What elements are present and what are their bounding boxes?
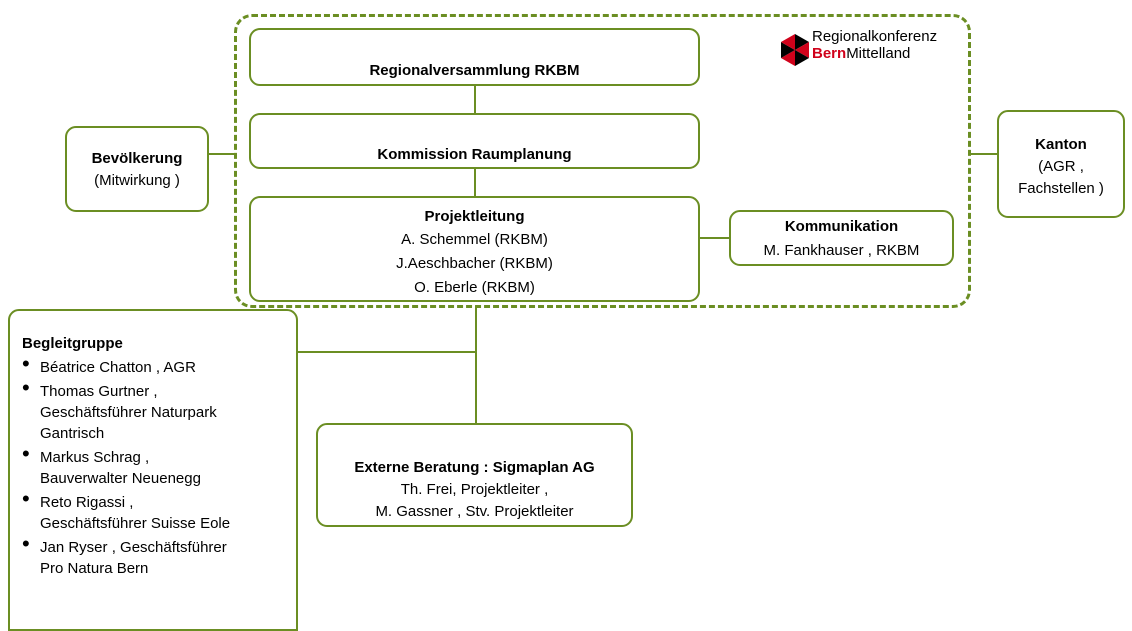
projektleitung-member: A. Schemmel (RKBM) bbox=[401, 231, 548, 248]
logo-mittelland: Mittelland bbox=[846, 45, 911, 62]
projektleitung-title: Projektleitung bbox=[424, 208, 525, 225]
externe-beratung-line-1: Th. Frei, Projektleiter , bbox=[400, 481, 549, 498]
bevoelkerung-box: Bevölkerung (Mitwirkung ) bbox=[65, 126, 209, 212]
bevoelkerung-title: Bevölkerung bbox=[91, 150, 183, 167]
regionalversammlung-title: Regionalversammlung RKBM bbox=[369, 62, 580, 79]
projektleitung-box: Projektleitung A. Schemmel (RKBM) J.Aesc… bbox=[249, 196, 700, 302]
logo-bern: Bern bbox=[812, 45, 847, 62]
connector-projektleitung-kommunikation bbox=[700, 237, 730, 239]
kommission-title: Kommission Raumplanung bbox=[377, 146, 572, 163]
rkbm-organisation-frame bbox=[234, 14, 971, 308]
logo-line-1: Regionalkonferenz bbox=[812, 28, 938, 45]
kommission-box: Kommission Raumplanung bbox=[249, 113, 700, 169]
list-item: Reto Rigassi ,Geschäftsführer Suisse Eol… bbox=[22, 488, 296, 534]
kanton-line-2: Fachstellen ) bbox=[1018, 180, 1104, 197]
begleitgruppe-list: Béatrice Chatton , AGR Thomas Gurtner ,G… bbox=[22, 353, 296, 579]
begleitgruppe-title: Begleitgruppe bbox=[22, 335, 123, 352]
logo-line-2: BernMittelland bbox=[812, 45, 937, 62]
connector-kommission-projektleitung bbox=[474, 168, 476, 198]
regionalversammlung-box: Regionalversammlung RKBM bbox=[249, 28, 700, 86]
kommunikation-title: Kommunikation bbox=[784, 218, 899, 235]
kommunikation-member: M. Fankhauser , RKBM bbox=[763, 242, 920, 259]
connector-bevoelkerung-frame bbox=[208, 153, 236, 155]
connector-begleitgruppe bbox=[298, 351, 476, 353]
connector-rv-kommission bbox=[474, 86, 476, 114]
kanton-title: Kanton bbox=[1035, 136, 1087, 153]
logo-mark-icon bbox=[781, 34, 809, 66]
kanton-box: Kanton (AGR , Fachstellen ) bbox=[997, 110, 1125, 218]
regionalkonferenz-logo: Regionalkonferenz BernMittelland bbox=[780, 28, 960, 70]
begleitgruppe-box: Begleitgruppe Béatrice Chatton , AGR Tho… bbox=[8, 309, 298, 631]
list-item: Markus Schrag ,Bauverwalter Neuenegg bbox=[22, 443, 296, 489]
projektleitung-member: J.Aeschbacher (RKBM) bbox=[396, 255, 553, 272]
externe-beratung-line-2: M. Gassner , Stv. Projektleiter bbox=[375, 503, 574, 520]
bevoelkerung-subtitle: (Mitwirkung ) bbox=[94, 172, 180, 189]
kanton-line-1: (AGR , bbox=[1038, 158, 1084, 175]
connector-frame-kanton bbox=[970, 153, 998, 155]
connector-frame-down bbox=[475, 306, 477, 424]
kommunikation-box: Kommunikation M. Fankhauser , RKBM bbox=[729, 210, 954, 266]
projektleitung-member: O. Eberle (RKBM) bbox=[414, 279, 535, 296]
externe-beratung-box: Externe Beratung : Sigmaplan AG Th. Frei… bbox=[316, 423, 633, 527]
list-item: Béatrice Chatton , AGR bbox=[22, 353, 296, 378]
externe-beratung-title: Externe Beratung : Sigmaplan AG bbox=[354, 459, 595, 476]
list-item: Thomas Gurtner ,Geschäftsführer Naturpar… bbox=[22, 377, 296, 444]
